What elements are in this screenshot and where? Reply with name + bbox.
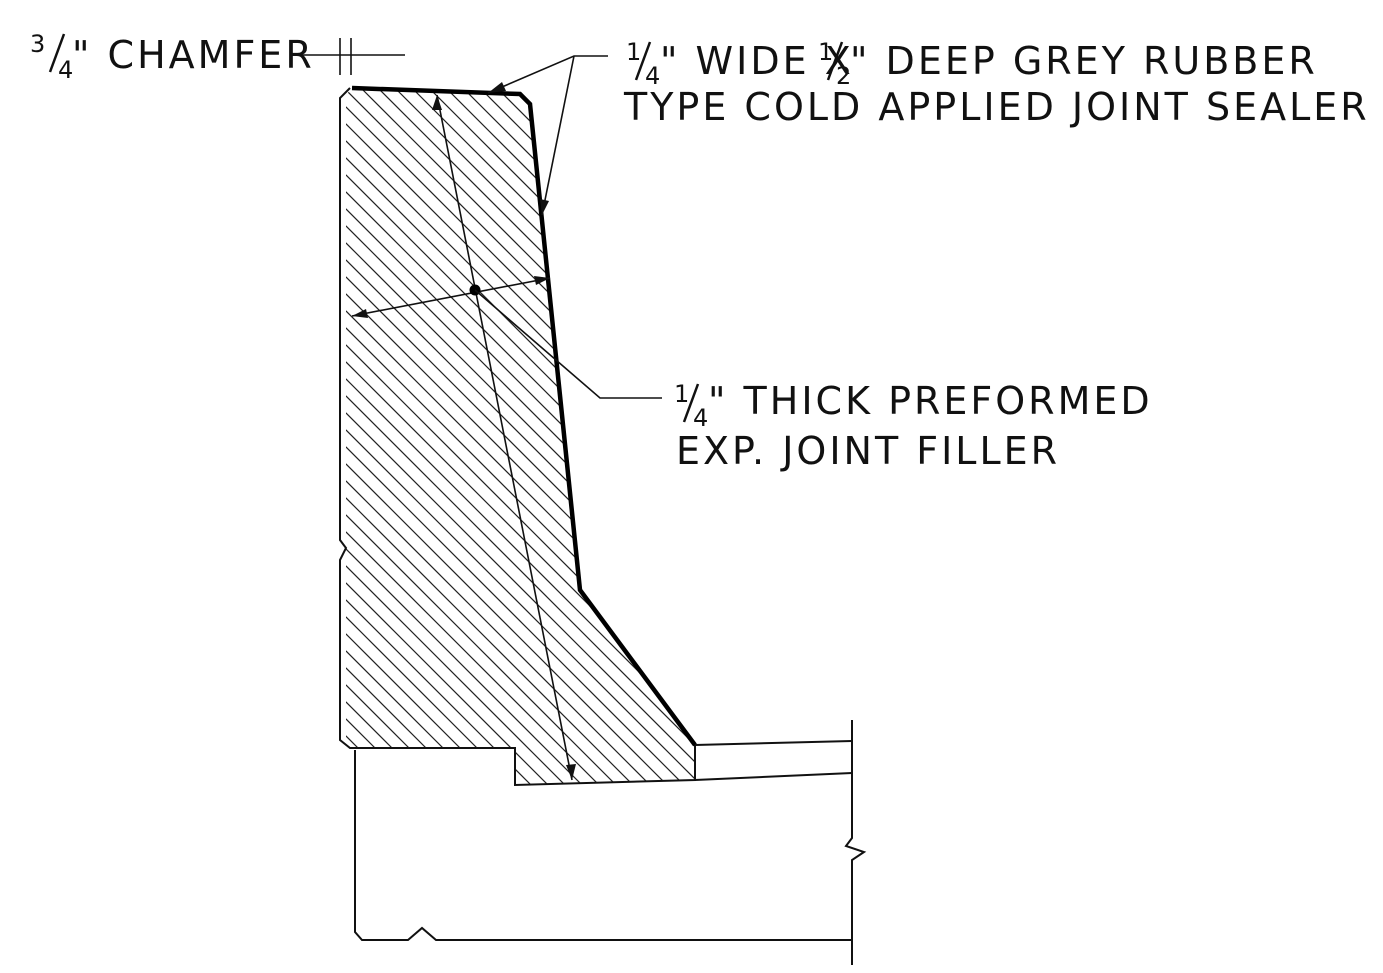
chamfer-fraction-numerator: 3: [30, 30, 45, 58]
hatch-line: [346, 88, 516, 785]
sealer-label: 1 4 " WIDE X 1 2 " DEEP GREY RUBBER TYPE…: [623, 38, 1370, 129]
hatch-line: [1115, 60, 1383, 820]
hatch-line: [346, 88, 635, 785]
joint-sealer-line: [351, 85, 697, 747]
hatch-line: [346, 88, 431, 785]
hatch-line: [346, 88, 695, 785]
filler-line2: EXP. JOINT FILLER: [676, 429, 1060, 473]
hatch-line: [346, 88, 618, 785]
hatch-line: [1183, 60, 1383, 820]
break-line: [844, 720, 867, 965]
hatch-line: [346, 88, 695, 785]
hatch-line: [346, 88, 695, 785]
hatch-line: [346, 88, 695, 785]
hatch-line: [1013, 60, 1383, 820]
sealer-fraction-b-numerator: 1: [818, 38, 833, 66]
hatch-line: [346, 88, 695, 785]
hatch-line: [346, 88, 550, 785]
hatch-line: [349, 88, 695, 785]
chamfer-text: " CHAMFER: [72, 33, 315, 77]
hatch-line: [0, 60, 345, 820]
hatch-line: [346, 88, 448, 785]
hatch-line: [346, 88, 695, 785]
hatch-line: [346, 88, 695, 785]
filler-line1-text: " THICK PREFORMED: [708, 379, 1153, 423]
hatch-line: [0, 60, 311, 820]
hatch-line: [346, 88, 695, 785]
hatch-line: [1081, 60, 1383, 820]
sealer-line1-text-a: " WIDE X: [660, 39, 854, 83]
hatch-line: [346, 88, 363, 785]
sealer-fraction-b-denominator: 2: [836, 62, 851, 90]
hatch-line: [346, 88, 652, 785]
hatch-line: [346, 88, 695, 785]
hatch-line: [383, 88, 695, 785]
hatch-line: [346, 88, 601, 785]
hatch-line: [400, 88, 695, 785]
hatch-line: [0, 60, 277, 820]
hatch-line: [0, 60, 328, 820]
hatch-line: [1149, 60, 1383, 820]
sealer-leaders: [487, 55, 608, 216]
hatch-line: [346, 88, 567, 785]
filler-leader: [474, 289, 662, 399]
hatch-line: [346, 88, 695, 785]
filler-label: 1 4 " THICK PREFORMED EXP. JOINT FILLER: [674, 379, 1153, 473]
base-slab-outline: [354, 750, 852, 941]
hatch-line: [346, 88, 533, 785]
hatch-line: [366, 88, 695, 785]
hatch-line: [346, 88, 414, 785]
chamfer-label: 3 4 " CHAMFER: [30, 30, 315, 84]
hatch-line: [346, 88, 695, 785]
hatch-line: [346, 88, 686, 785]
hatch-line: [346, 88, 695, 785]
hatch-line: [346, 88, 465, 785]
chamfer-fraction-denominator: 4: [58, 56, 73, 84]
hatch-line: [346, 88, 380, 785]
hatch-line: [1098, 60, 1383, 820]
sealer-fraction-a-denominator: 4: [645, 62, 660, 90]
hatch-line: [346, 88, 695, 785]
filler-arrows: [351, 94, 576, 781]
filler-fraction-denominator: 4: [693, 404, 708, 432]
hatch-line: [346, 88, 584, 785]
hatch-line: [346, 88, 669, 785]
hatch-line: [346, 88, 695, 785]
hatch-line: [1064, 60, 1383, 820]
gutter-top-line: [694, 740, 853, 746]
hatch-line: [1030, 60, 1383, 820]
hatch-line: [1047, 60, 1383, 820]
hatch-line: [346, 88, 397, 785]
sealer-fraction-a-numerator: 1: [626, 38, 641, 66]
hatch-line: [0, 60, 294, 820]
chamfer-leader: [296, 38, 405, 75]
gutter-bottom-line: [694, 772, 853, 781]
hatch-line: [0, 60, 260, 820]
sealer-line1-text-b: " DEEP GREY RUBBER: [850, 39, 1318, 83]
hatch-line: [1132, 60, 1383, 820]
filler-fraction-numerator: 1: [674, 380, 689, 408]
curb-back-face: [339, 87, 696, 787]
hatch-line: [346, 88, 499, 785]
hatch-line: [346, 88, 695, 785]
hatch-line: [346, 88, 482, 785]
sealer-line2: TYPE COLD APPLIED JOINT SEALER: [623, 85, 1370, 129]
hatch-line: [1166, 60, 1383, 820]
